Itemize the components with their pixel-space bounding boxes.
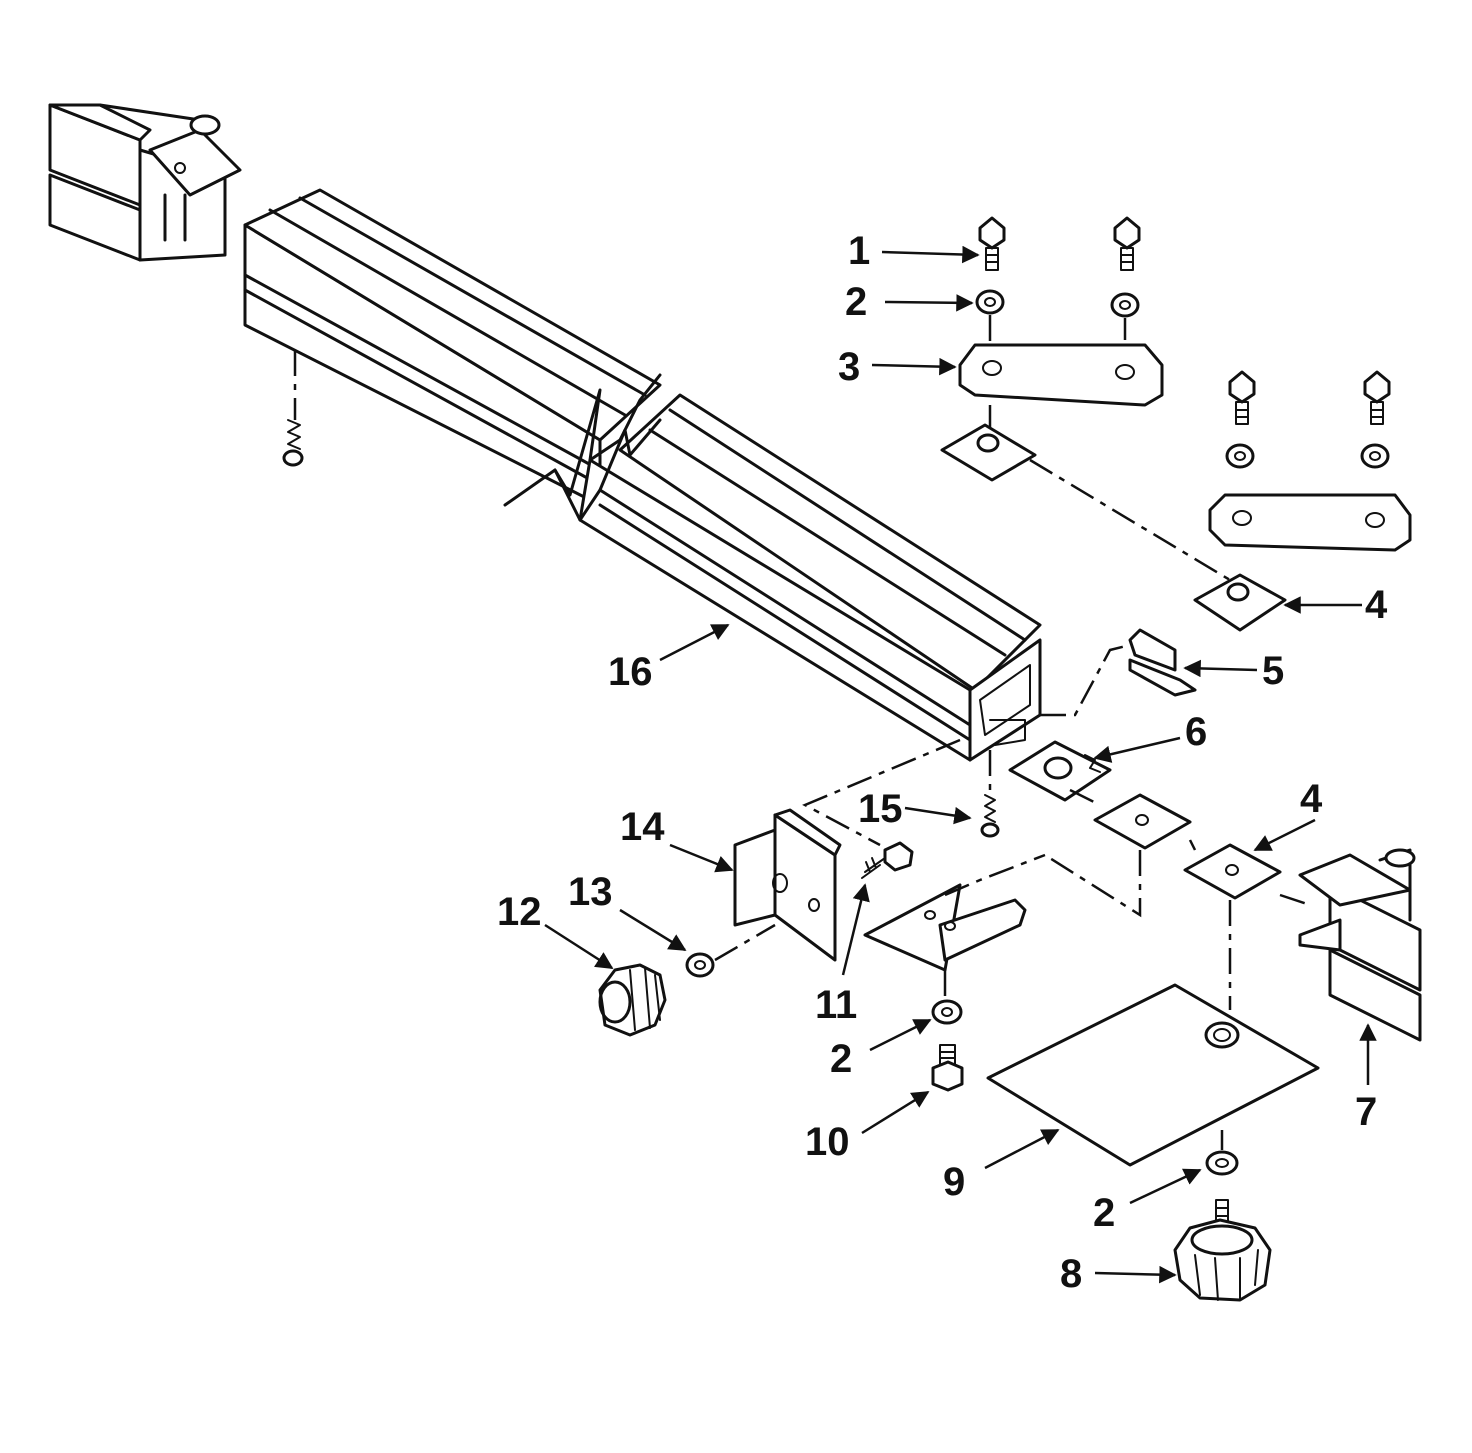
small-washers — [685, 923, 964, 1092]
left-rail-end-piece — [48, 103, 242, 262]
callout-3: 3 — [838, 345, 860, 389]
callout-2b: 2 — [830, 1037, 852, 1081]
callout-2: 2 — [845, 280, 867, 324]
part-6-nut-plate — [1008, 740, 1112, 802]
callout-9: 9 — [943, 1160, 965, 1204]
callout-4: 4 — [1365, 583, 1388, 627]
leader-lines — [544, 245, 1377, 1284]
callout-2c: 2 — [1093, 1191, 1115, 1235]
part-9-base-plate — [986, 983, 1320, 1167]
callout-12: 12 — [497, 890, 542, 934]
callout-13: 13 — [568, 870, 613, 914]
callout-5: 5 — [1262, 649, 1284, 693]
callout-7: 7 — [1355, 1090, 1377, 1134]
callout-6: 6 — [1185, 710, 1207, 754]
rail-screw-left — [282, 350, 304, 467]
right-rail-end-piece — [1298, 848, 1422, 1042]
callout-14: 14 — [620, 805, 665, 849]
part-14-bracket — [733, 808, 842, 962]
lower-square-plates — [1044, 788, 1311, 1010]
part-8-knob-screw — [1173, 1150, 1272, 1302]
part-12-knob — [598, 963, 667, 1037]
callout-16: 16 — [608, 650, 653, 694]
part-10-clip-bracket — [863, 853, 1046, 972]
callout-1: 1 — [848, 229, 870, 273]
right-clamp-hardware — [1029, 370, 1412, 632]
part-15-screw — [980, 750, 1000, 838]
callout-4b: 4 — [1300, 777, 1323, 821]
callout-15: 15 — [858, 787, 903, 831]
part-11-bolt — [861, 841, 914, 879]
callout-labels: 1 2 3 4 5 6 16 15 14 4 13 12 11 2 10 9 7… — [497, 229, 1388, 1296]
upper-clamp-hardware — [940, 216, 1164, 482]
callout-11: 11 — [815, 983, 857, 1027]
rail-to-bracket-line — [802, 738, 961, 847]
part-5-clip — [1040, 628, 1197, 717]
callout-8: 8 — [1060, 1252, 1082, 1296]
callout-10: 10 — [805, 1120, 850, 1164]
main-rail — [243, 188, 1042, 762]
